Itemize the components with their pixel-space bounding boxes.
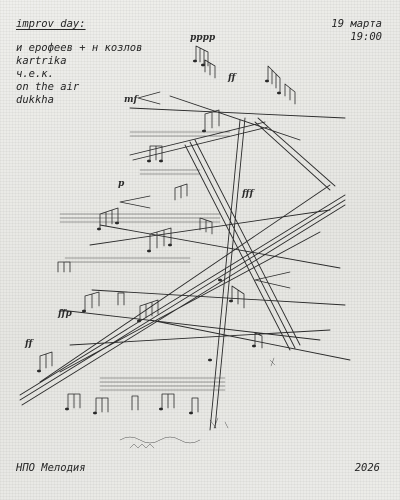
score-long-beams <box>19 95 351 431</box>
score-hairpins <box>119 91 291 289</box>
lineup-item: и ерофеев + н козлов <box>16 42 143 54</box>
lineup-item: kartrika <box>16 55 67 67</box>
event-time: 19:00 <box>350 31 382 43</box>
event-title: improv day: <box>16 18 86 30</box>
lineup-item: on the air <box>16 81 80 93</box>
lineup-item: ч.е.к. <box>16 68 54 80</box>
lineup-item: dukkha <box>16 94 54 106</box>
record-label: НПО Мелодия <box>16 462 86 474</box>
score-note-clusters <box>39 45 296 413</box>
event-year: 2026 <box>354 462 380 474</box>
score-staff-lines <box>59 131 231 391</box>
artist-lineup: и ерофеев + н козлов kartrika ч.е.к. on … <box>16 42 142 107</box>
event-date: 19 марта <box>331 18 382 30</box>
event-datetime: 19 марта 19:00 <box>331 18 382 44</box>
score-scribbles <box>119 357 276 449</box>
score-note-heads <box>37 59 281 415</box>
